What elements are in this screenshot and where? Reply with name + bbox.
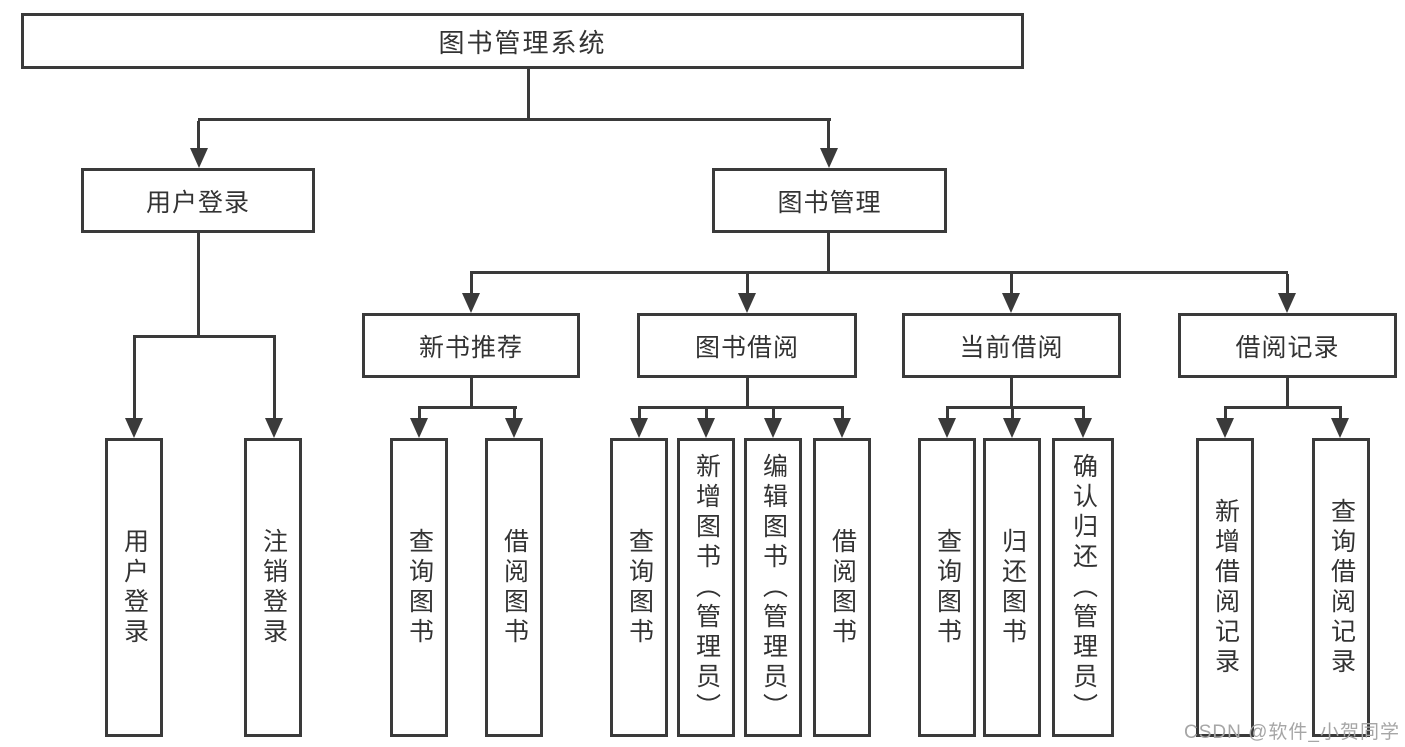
arrow-down-icon: [1002, 293, 1020, 313]
arrow-down-icon: [938, 418, 956, 438]
connector-line: [638, 406, 844, 409]
leaf-logout-login: 注销登录: [244, 438, 302, 737]
node-book-borrowing: 图书借阅: [637, 313, 857, 378]
arrow-down-icon: [1216, 418, 1234, 438]
connector-line: [1082, 409, 1085, 420]
arrow-down-icon: [764, 418, 782, 438]
connector-line: [841, 409, 844, 420]
arrow-down-icon: [1331, 418, 1349, 438]
arrow-down-icon: [125, 418, 143, 438]
node-book-management: 图书管理: [712, 168, 947, 233]
arrow-down-icon: [190, 148, 208, 168]
leaf-borrow-books-2: 借阅图书: [813, 438, 871, 737]
connector-line: [197, 233, 200, 337]
connector-line: [1286, 274, 1289, 295]
leaf-query-books-1: 查询图书: [390, 438, 448, 737]
leaf-confirm-return-admin: 确认归还（管理员）: [1052, 438, 1114, 737]
leaf-add-books-admin: 新增图书（管理员）: [677, 438, 735, 737]
connector-line: [946, 406, 1085, 409]
arrow-down-icon: [505, 418, 523, 438]
connector-line: [1010, 378, 1013, 409]
connector-line: [1224, 409, 1227, 420]
connector-line: [1286, 378, 1289, 409]
connector-line: [133, 338, 136, 420]
node-user-login: 用户登录: [81, 168, 315, 233]
connector-line: [746, 378, 749, 409]
connector-line: [746, 274, 749, 295]
node-borrowing-records: 借阅记录: [1178, 313, 1397, 378]
connector-line: [273, 338, 276, 420]
connector-line: [827, 233, 830, 274]
leaf-query-books-2: 查询图书: [610, 438, 668, 737]
connector-line: [827, 121, 830, 151]
leaf-return-books: 归还图书: [983, 438, 1041, 737]
leaf-add-borrow-record: 新增借阅记录: [1196, 438, 1254, 737]
arrow-down-icon: [1278, 293, 1296, 313]
connector-line: [470, 378, 473, 409]
connector-line: [513, 409, 516, 420]
arrow-down-icon: [820, 148, 838, 168]
leaf-edit-books-admin: 编辑图书（管理员）: [744, 438, 802, 737]
arrow-down-icon: [630, 418, 648, 438]
node-current-borrowing: 当前借阅: [902, 313, 1121, 378]
connector-line: [527, 69, 530, 121]
connector-line: [418, 409, 421, 420]
arrow-down-icon: [738, 293, 756, 313]
leaf-query-borrow-record: 查询借阅记录: [1312, 438, 1370, 737]
connector-line: [705, 409, 708, 420]
arrow-down-icon: [410, 418, 428, 438]
connector-line: [470, 271, 1288, 274]
connector-line: [133, 335, 276, 338]
connector-line: [1011, 409, 1014, 420]
arrow-down-icon: [833, 418, 851, 438]
connector-line: [198, 118, 831, 121]
node-new-book-recommend: 新书推荐: [362, 313, 580, 378]
arrow-down-icon: [462, 293, 480, 313]
connector-line: [1339, 409, 1342, 420]
connector-line: [946, 409, 949, 420]
arrow-down-icon: [265, 418, 283, 438]
connector-line: [1010, 274, 1013, 295]
csdn-watermark: CSDN @软件_小贺同学: [1184, 722, 1400, 743]
connector-line: [1224, 406, 1342, 409]
connector-line: [772, 409, 775, 420]
connector-line: [197, 121, 200, 151]
leaf-user-login: 用户登录: [105, 438, 163, 737]
arrow-down-icon: [697, 418, 715, 438]
leaf-query-books-3: 查询图书: [918, 438, 976, 737]
arrow-down-icon: [1074, 418, 1092, 438]
connector-line: [418, 406, 517, 409]
arrow-down-icon: [1003, 418, 1021, 438]
node-root-library-system: 图书管理系统: [21, 13, 1024, 69]
leaf-borrow-books-1: 借阅图书: [485, 438, 543, 737]
connector-line: [470, 274, 473, 295]
connector-line: [638, 409, 641, 420]
